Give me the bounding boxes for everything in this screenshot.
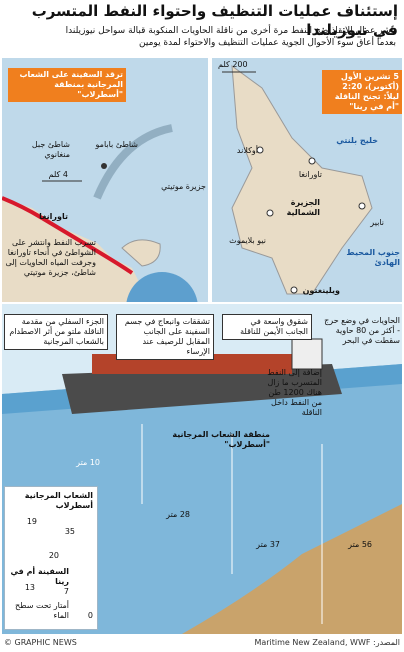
reef-zone-label: منطقة الشعاب المرجانية "أسطرلاب" [172, 430, 270, 449]
legend-ship-label: السفينة أم في رينا [10, 567, 69, 586]
wellington-dot [290, 286, 298, 294]
wellington-label: ويلينغتون [302, 286, 340, 295]
legend-title: الشعاب المرجانية أسطرلاب [24, 491, 93, 510]
ship-section-svg [2, 338, 402, 634]
right-map [212, 58, 402, 302]
papamoa-label: شاطئ بابامو [95, 140, 138, 149]
new-plymouth-dot [266, 209, 274, 217]
wreck-marker [101, 163, 107, 169]
new-plymouth-label: نيو بلايموث [229, 236, 266, 245]
depth-37-label: 37 متر [256, 540, 280, 549]
right-callout: 5 تشرين الأول (أكتوبر)، 2:20 ليلاً: تجنح… [322, 70, 402, 114]
legend-depth-19: 19 [26, 517, 37, 526]
auckland-dot [256, 146, 264, 154]
right-tauranga-label: تاورانغا [298, 170, 322, 179]
subtitle: باشر عمال الإنقاذ ضخ النفط مرة أخرى من ن… [6, 25, 396, 49]
north-island [231, 64, 373, 295]
left-tauranga-label: تاورانغا [39, 212, 68, 221]
ship-bridge [291, 338, 323, 370]
depth-10-label: 10 متر [76, 458, 100, 467]
napier-label: نابير [370, 218, 384, 227]
legend-depth-35: 35 [64, 527, 75, 536]
legend-depth-7: 7 [63, 587, 69, 596]
cracks-side-label: تشققات وانبعاج في جسم السفينة على الجانب… [116, 314, 214, 360]
subtitle-line-1: باشر عمال الإنقاذ ضخ النفط مرة أخرى من ن… [65, 26, 396, 36]
napier-dot [358, 202, 366, 210]
seabed [182, 504, 402, 634]
plenty-bay-label: خليج بلنتي [336, 136, 378, 145]
source: المصدر: Maritime New Zealand, WWF [254, 638, 400, 647]
depth-56-label: 56 متر [348, 540, 372, 549]
bottom-hull-label: الجزء السفلي من مقدمة الناقلة ملتو من أث… [4, 314, 108, 350]
copyright: © GRAPHIC NEWS [4, 638, 77, 647]
legend-depth-13: 13 [24, 583, 35, 592]
motiti-label: جزيرة موتيتي [161, 182, 206, 191]
right-map-svg [222, 64, 373, 295]
right-scale-label: 200 كلم [218, 60, 248, 69]
page-title: إستئناف عمليات التنظيف واحتواء النفط الم… [31, 2, 398, 39]
globe-inset [126, 272, 198, 302]
mount-maunganui-label: شاطئ جبل منغانوي [31, 140, 70, 159]
ship-hull [62, 364, 342, 414]
cracks-right-label: شقوق واسعة في الجانب الأيمن للناقلة [222, 314, 312, 340]
pacific-label: جنوب المحيط الهادئ [346, 248, 400, 267]
oil-remaining-label: إضافة إلى النفط المتسرب ما زال هناك 1200… [267, 368, 322, 417]
legend-depth-0: 0 [87, 611, 93, 620]
spill-note: تسرب النفط وانتشر على الشواطئ في أنحاء ت… [5, 238, 96, 277]
reef-legend: الشعاب المرجانية أسطرلاب 19 35 20 13 7 0… [4, 486, 98, 630]
left-callout: ترقد السفينة على الشعاب المرجانية بمنطقة… [8, 68, 126, 102]
drift-arrow [93, 124, 173, 200]
north-island-label: الجزيرة الشمالية [286, 198, 320, 217]
left-scale-label: 4 كلم [48, 170, 68, 179]
left-map-svg [2, 58, 208, 302]
depth-28-label: 28 متر [166, 510, 190, 519]
legend-depth-20: 20 [48, 551, 59, 560]
auckland-label: أوكلاند [236, 146, 258, 155]
motiti-island [121, 239, 161, 267]
subtitle-line-2: بعدما أعاق سوء الأحوال الجوية عمليات الت… [139, 38, 396, 48]
oil-coast-line [2, 196, 134, 275]
tauranga-dot [308, 157, 316, 165]
containers-label: الحاويات في وضع حرج - أكثر من 80 حاوية س… [324, 316, 400, 345]
legend-depth-note: أمتار تحت سطح الماء [15, 601, 69, 620]
